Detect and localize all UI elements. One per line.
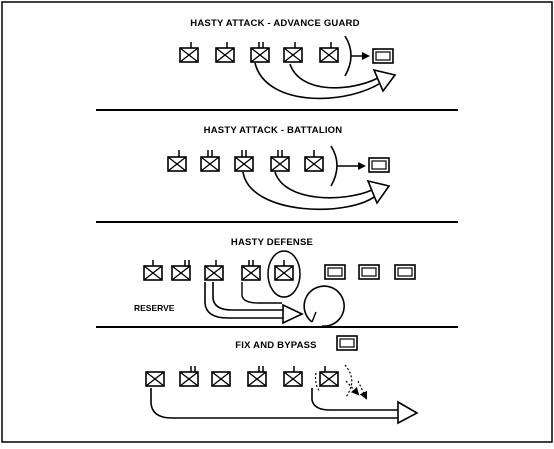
friendly-unit-icon xyxy=(200,156,220,172)
friendly-unit-icon xyxy=(319,47,339,63)
friendly-unit-icon xyxy=(283,371,303,387)
enemy-position-icon xyxy=(324,264,346,280)
friendly-unit-icon xyxy=(145,371,165,387)
friendly-unit-icon xyxy=(171,265,191,281)
reserve-label: RESERVE xyxy=(134,303,175,313)
enemy-position-icon xyxy=(336,335,358,351)
enemy-position-icon xyxy=(372,48,394,64)
friendly-unit-icon xyxy=(250,47,270,63)
friendly-unit-icon xyxy=(283,47,303,63)
engagement-area-icon xyxy=(303,285,345,327)
panel-hasty-defense: HASTY DEFENSE RESERVE xyxy=(134,237,416,327)
friendly-unit-icon xyxy=(270,156,290,172)
panel-title: FIX AND BYPASS xyxy=(235,340,316,351)
friendly-unit-icon xyxy=(179,47,199,63)
friendly-unit-icon xyxy=(143,265,163,281)
friendly-unit-icon xyxy=(234,156,254,172)
maneuver-arrow-icon xyxy=(366,179,391,205)
panel-title: HASTY ATTACK - ADVANCE GUARD xyxy=(190,18,359,29)
friendly-unit-icon xyxy=(204,265,224,281)
panel-fix-and-bypass: FIX AND BYPASS xyxy=(145,335,419,425)
bypass-arrow-icon xyxy=(397,400,419,425)
friendly-unit-icon xyxy=(215,47,235,63)
friendly-unit-icon xyxy=(211,371,231,387)
maneuver-arrow-icon xyxy=(372,68,397,93)
panel-advance-guard: HASTY ATTACK - ADVANCE GUARD xyxy=(179,18,397,100)
friendly-unit-icon xyxy=(304,156,324,172)
friendly-unit-icon xyxy=(179,371,199,387)
counterattack-arrow-icon xyxy=(282,303,304,325)
panel-title: HASTY DEFENSE xyxy=(231,237,313,248)
enemy-position-icon xyxy=(368,157,390,173)
enemy-position-icon xyxy=(394,264,416,280)
panel-title: HASTY ATTACK - BATTALION xyxy=(204,125,343,136)
friendly-unit-icon xyxy=(247,371,267,387)
friendly-unit-icon xyxy=(319,371,339,387)
encircled-unit-marker xyxy=(267,250,301,298)
friendly-unit-icon xyxy=(167,156,187,172)
enemy-position-icon xyxy=(358,264,380,280)
panel-battalion: HASTY ATTACK - BATTALION xyxy=(167,125,391,211)
friendly-unit-icon xyxy=(241,265,261,281)
friendly-unit-icon xyxy=(274,265,294,281)
